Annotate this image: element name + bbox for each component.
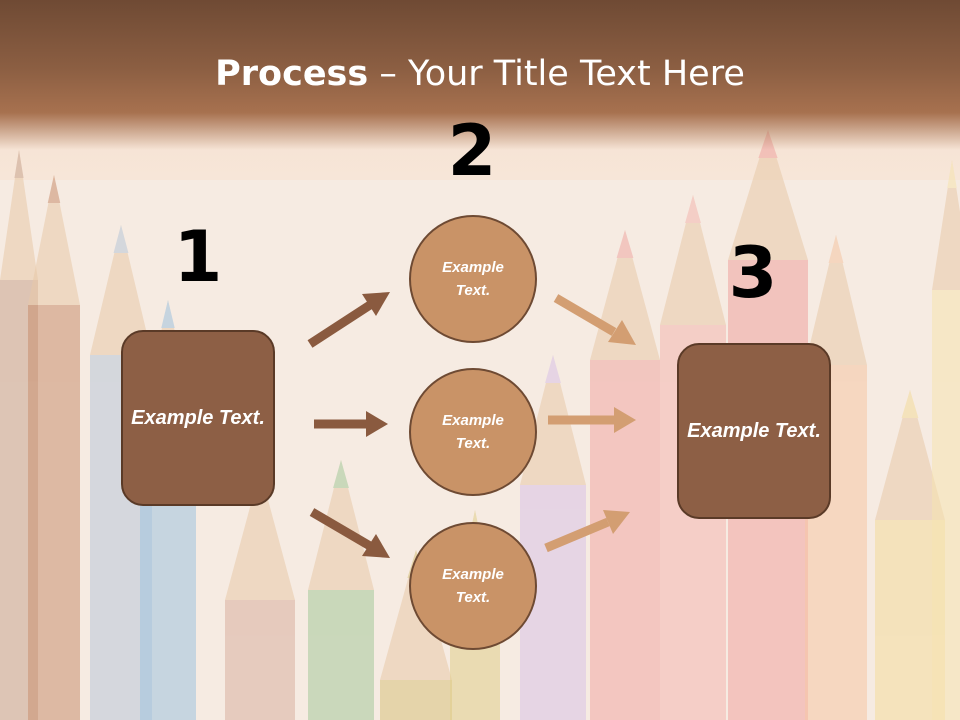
arrow-middle-to-3 [548,407,636,433]
step-3-text: Example Text. [687,419,821,442]
step-2-circle-top[interactable]: Example Text. [409,215,537,343]
step-2-bottom-text: Example Text. [442,566,504,606]
step-2-number: 2 [447,110,497,192]
step-2-top-text: Example Text. [442,259,504,299]
arrow-top-to-3 [553,294,636,345]
step-1-box[interactable]: Example Text. [121,330,275,506]
step-2-middle-text: Example Text. [442,412,504,452]
title-bold: Process [215,54,369,94]
title-rest: – Your Title Text Here [368,54,745,94]
step-1-text: Example Text. [131,406,265,429]
arrow-1-to-bottom [309,508,390,558]
arrow-1-to-top [307,292,390,348]
step-2-circle-bottom[interactable]: Example Text. [409,522,537,650]
step-3-box[interactable]: Example Text. [677,343,831,519]
pencil-shape [932,160,960,720]
step-3-number: 3 [728,232,778,314]
slide-title: Process – Your Title Text Here [0,52,960,96]
arrow-1-to-middle [314,411,388,437]
step-1-number: 1 [173,216,223,298]
arrow-bottom-to-3 [544,510,630,553]
step-2-circle-middle[interactable]: Example Text. [409,368,537,496]
pencil-shape [28,175,80,720]
title-banner [0,0,960,150]
